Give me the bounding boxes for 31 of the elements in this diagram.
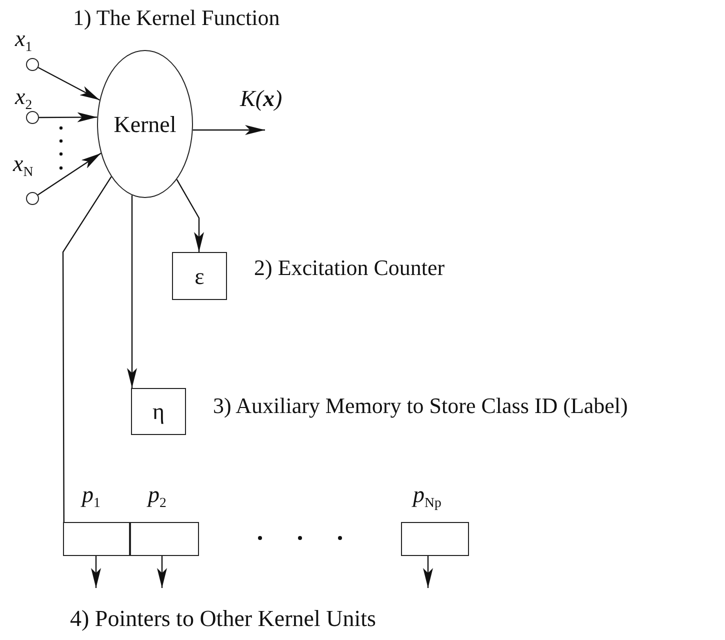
variable-label: x$_{N}$ — [13, 151, 34, 179]
pointer-cell — [63, 522, 130, 556]
arrow — [423, 556, 433, 588]
arrow — [39, 112, 98, 122]
caption: 4) Pointers to Other Kernel Units — [70, 606, 376, 632]
node-label: 3) Auxiliary Memory to Store Class ID (Label) — [213, 394, 628, 418]
node-text: η — [152, 400, 165, 423]
arrow — [91, 556, 101, 588]
node-label: 2) Excitation Counter — [254, 256, 445, 280]
counter-box — [172, 252, 227, 300]
arrow — [192, 125, 265, 135]
node-text: Kernel — [114, 112, 176, 136]
arrow — [176, 179, 204, 252]
arrow — [38, 66, 100, 101]
input-circle — [26, 192, 39, 205]
arrow — [38, 152, 102, 196]
arrow — [157, 556, 167, 588]
node-label: 1) The Kernel Function — [73, 6, 280, 30]
input-circle — [26, 58, 39, 71]
input-circle — [26, 111, 39, 124]
variable-label: x$_{2}$ — [15, 84, 32, 112]
variable-label: p$_{Np}$ — [413, 482, 442, 510]
pointer-cell — [401, 522, 469, 556]
memory-box — [131, 388, 186, 435]
connector-line — [62, 176, 112, 522]
variable-label: p$_{1}$ — [82, 482, 100, 510]
arrow — [127, 195, 137, 388]
variable-label: x$_{1}$ — [15, 26, 32, 54]
variable-label: p$_{2}$ — [148, 482, 166, 510]
pointer-cell — [130, 522, 199, 556]
node-text: ε — [194, 264, 204, 288]
